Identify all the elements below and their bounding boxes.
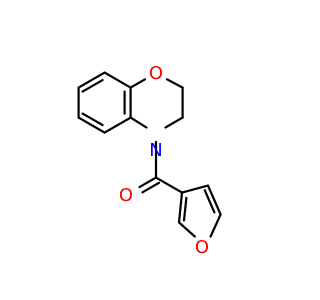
bond-furan-c3-c2: [177, 191, 184, 224]
furan-ring: [177, 184, 222, 238]
bond-benzene-1: [77, 71, 106, 89]
bond-furan-c5-c4: [206, 184, 222, 216]
carbonyl-group: [138, 140, 184, 194]
bond-c3-n4: [164, 116, 184, 129]
bond-benzene-3: [77, 116, 106, 134]
bond-carbonyl-double-2: [141, 181, 161, 194]
molecule-structure-diagram: O N O O: [77, 63, 222, 258]
atom-label-carbonyl-oxygen: O: [119, 185, 133, 206]
bond-c8a-o1: [129, 78, 147, 89]
bond-benzene-1-inner: [81, 78, 104, 93]
bond-carbonyl-double-1: [138, 176, 158, 189]
bond-furan-c3-c2-inner: [182, 196, 188, 222]
bond-carbonyl-furan: [154, 176, 184, 194]
bond-furan-o-c5: [209, 213, 222, 238]
atom-label-amide-nitrogen: N: [149, 140, 162, 161]
oxazine-ring: [129, 78, 184, 129]
atom-label-ring-oxygen: O: [149, 63, 163, 84]
atom-label-furan-oxygen: O: [195, 237, 209, 258]
benzene-ring: [77, 71, 132, 134]
bond-o1-c2: [165, 78, 184, 89]
bond-benzene-4: [103, 116, 132, 134]
bond-furan-c2-o: [177, 221, 196, 238]
bond-furan-c5-c4-inner: [203, 189, 216, 214]
bond-furan-c4-c3: [180, 184, 210, 194]
bond-benzene-3-inner: [81, 112, 104, 127]
bond-benzene-6: [103, 71, 132, 89]
bond-n4-c4a: [129, 116, 148, 129]
